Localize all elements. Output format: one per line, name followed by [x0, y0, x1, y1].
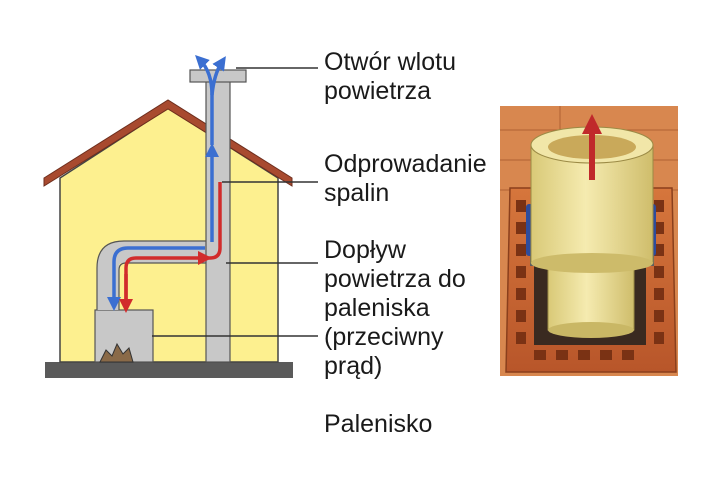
label-air-supply-line-3: paleniska: [324, 294, 430, 322]
ceramic-liner-lower: [547, 267, 635, 331]
fresh-air-arrow-to-firebox: [107, 246, 205, 311]
fire-logs-icon: [99, 342, 134, 363]
chimney-stack: [205, 79, 231, 363]
label-firebox: Palenisko: [324, 410, 433, 438]
label-air-supply-line-5: prąd): [324, 352, 383, 380]
roof: [43, 99, 293, 187]
ground-slab: [45, 362, 293, 378]
label-air-inlet-line-1: Otwór wlotu: [324, 48, 456, 76]
label-flue-outlet-line-1: Odprowadanie: [324, 150, 487, 178]
label-air-supply: Dopływ powietrza do paleniska (przeciwny…: [324, 236, 466, 381]
connector-pipe: [97, 241, 218, 310]
chimney-liner-photo: [500, 106, 678, 376]
label-flue-outlet: Odprowadanie spalin: [324, 150, 487, 208]
flue-gas-arrow-from-firebox: [124, 182, 222, 304]
label-air-supply-line-2: powietrza do: [324, 265, 466, 293]
label-air-inlet: Otwór wlotu powietrza: [324, 48, 456, 106]
fresh-air-arrow-out: [210, 56, 226, 96]
label-air-inlet-line-2: powietrza: [324, 77, 431, 105]
house-illustration: [43, 55, 318, 378]
photo-up-arrow-head: [582, 114, 602, 134]
house-wall: [59, 107, 279, 363]
label-air-supply-line-4: (przeciwny: [324, 323, 444, 351]
label-flue-outlet-line-2: spalin: [324, 179, 390, 207]
label-air-supply-line-1: Dopływ: [324, 236, 406, 264]
